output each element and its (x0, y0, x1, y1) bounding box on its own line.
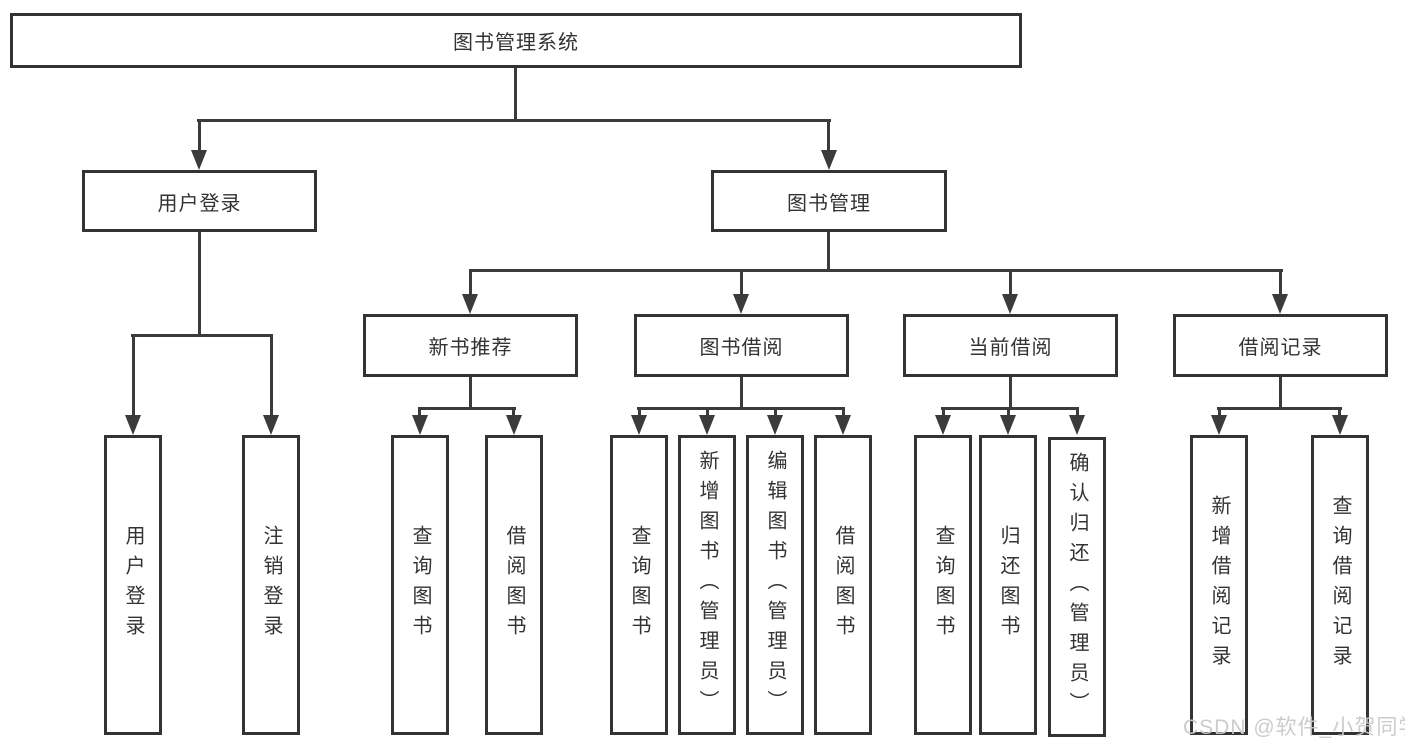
node-label: 用户登录 (157, 192, 242, 215)
arrow-down-icon (935, 415, 951, 435)
connector-line (740, 269, 743, 296)
arrow-down-icon (699, 415, 715, 435)
arrow-down-icon (767, 415, 783, 435)
node-label: 借阅记录 (1238, 337, 1323, 359)
connector-line (512, 407, 515, 417)
node-label: 查询图书 (409, 525, 431, 645)
leaf-node-borrow-books: 借阅图书 (814, 435, 872, 735)
connector-line (638, 407, 641, 417)
connector-line (469, 269, 1283, 272)
connector-line (469, 377, 472, 409)
arrow-down-icon (462, 294, 478, 314)
arrow-down-icon (1002, 294, 1018, 314)
connector-line (827, 232, 830, 271)
connector-line (198, 232, 201, 336)
node-book-borrowing: 图书借阅 (634, 314, 849, 377)
connector-line (740, 377, 743, 409)
connector-line (514, 68, 517, 121)
connector-line (1217, 407, 1342, 410)
leaf-node-query-books: 查询图书 (391, 435, 449, 735)
connector-line (827, 119, 830, 152)
node-label: 图书管理系统 (453, 32, 579, 54)
node-label: 新增借阅记录 (1208, 495, 1230, 675)
arrow-down-icon (412, 415, 428, 435)
connector-line (942, 407, 945, 417)
arrow-down-icon (733, 294, 749, 314)
leaf-node-user-login: 用户登录 (104, 435, 162, 735)
node-new-book-recommendation: 新书推荐 (363, 314, 578, 377)
connector-line (132, 334, 135, 417)
node-label: 确认归还（管理员） (1066, 452, 1088, 722)
node-label: 借阅图书 (503, 525, 525, 645)
connector-line (1009, 269, 1012, 296)
arrow-down-icon (631, 415, 647, 435)
arrow-down-icon (125, 415, 141, 435)
connector-line (842, 407, 845, 417)
arrow-down-icon (191, 150, 207, 170)
connector-line (1279, 269, 1282, 296)
arrow-down-icon (835, 415, 851, 435)
connector-line (774, 407, 777, 417)
connector-line (1279, 377, 1282, 409)
connector-line (1338, 407, 1341, 417)
node-label: 查询借阅记录 (1329, 495, 1351, 675)
connector-line (1009, 377, 1012, 409)
connector-line (270, 334, 273, 417)
node-borrowing-records: 借阅记录 (1173, 314, 1388, 377)
leaf-node-edit-books-admin: 编辑图书（管理员） (746, 435, 804, 735)
connector-line (131, 334, 272, 337)
node-label: 图书借阅 (699, 337, 784, 359)
node-label: 新书推荐 (428, 337, 513, 359)
connector-line (418, 407, 421, 417)
leaf-node-logout: 注销登录 (242, 435, 300, 735)
connector-line (1007, 407, 1010, 417)
connector-line (197, 119, 831, 122)
node-label: 借阅图书 (832, 525, 854, 645)
leaf-node-query-books: 查询图书 (914, 435, 972, 735)
arrow-down-icon (1069, 415, 1085, 435)
node-book-management: 图书管理 (711, 170, 947, 232)
leaf-node-query-borrow-record: 查询借阅记录 (1311, 435, 1369, 735)
node-label: 归还图书 (997, 525, 1019, 645)
node-current-borrowing: 当前借阅 (903, 314, 1118, 377)
leaf-node-add-books-admin: 新增图书（管理员） (678, 435, 736, 735)
node-label: 新增图书（管理员） (696, 450, 718, 720)
connector-line (198, 119, 201, 152)
arrow-down-icon (821, 150, 837, 170)
node-user-login: 用户登录 (82, 170, 317, 232)
node-library-management-system: 图书管理系统 (10, 13, 1022, 68)
node-label: 当前借阅 (968, 337, 1053, 359)
leaf-node-query-books: 查询图书 (610, 435, 668, 735)
arrow-down-icon (1000, 415, 1016, 435)
arrow-down-icon (263, 415, 279, 435)
leaf-node-confirm-return-admin: 确认归还（管理员） (1048, 437, 1106, 737)
connector-line (941, 407, 1079, 410)
connector-line (469, 269, 472, 296)
csdn-watermark: CSDN @软件_小贺同学 (1183, 716, 1405, 739)
node-label: 编辑图书（管理员） (764, 450, 786, 720)
arrow-down-icon (1272, 294, 1288, 314)
arrow-down-icon (506, 415, 522, 435)
node-label: 用户登录 (122, 525, 144, 645)
leaf-node-add-borrow-record: 新增借阅记录 (1190, 435, 1248, 735)
connector-line (637, 407, 845, 410)
node-label: 查询图书 (932, 525, 954, 645)
arrow-down-icon (1332, 415, 1348, 435)
connector-line (706, 407, 709, 417)
connector-line (1218, 407, 1221, 417)
leaf-node-borrow-books: 借阅图书 (485, 435, 543, 735)
node-label: 查询图书 (628, 525, 650, 645)
leaf-node-return-books: 归还图书 (979, 435, 1037, 735)
connector-line (418, 407, 516, 410)
node-label: 图书管理 (787, 192, 871, 215)
connector-line (1076, 407, 1079, 417)
arrow-down-icon (1211, 415, 1227, 435)
node-label: 注销登录 (260, 525, 282, 645)
